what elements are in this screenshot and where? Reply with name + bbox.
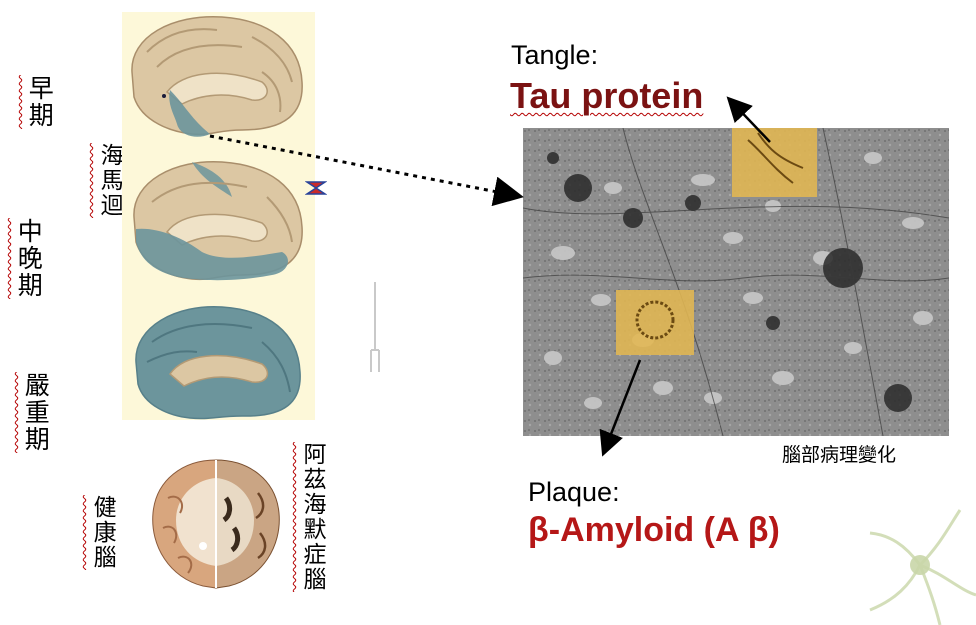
stage-early-label: 早期 xyxy=(25,75,55,129)
stage-severe-label: 嚴重期 xyxy=(21,372,51,453)
alzheimers-brain-half xyxy=(215,459,280,589)
brain-progression-illustration xyxy=(131,16,303,420)
plaque-heading: Plaque: xyxy=(528,477,620,507)
healthy-brain-label: 健康腦 xyxy=(89,495,116,570)
alzheimers-brain-label: 阿茲海默症腦 xyxy=(299,442,325,592)
brain-section-comparison xyxy=(152,459,280,589)
healthy-brain-half xyxy=(152,459,217,589)
brain-progression-panel xyxy=(122,12,315,420)
tangle-heading: Tangle: xyxy=(511,40,599,70)
tau-protein-label: Tau protein xyxy=(510,75,704,116)
middle-late-stage-brain xyxy=(133,161,303,281)
hippocampus-label: 海馬迴 xyxy=(96,143,123,218)
stage-middle-late-label: 中晚期 xyxy=(14,218,44,299)
severe-stage-brain xyxy=(135,306,301,420)
beta-amyloid-label: β-Amyloid (A β) xyxy=(528,511,780,549)
neuron-decoration-icon xyxy=(869,509,976,625)
brain-tissue-micrograph xyxy=(523,128,949,436)
amyloid-highlight-box xyxy=(616,290,694,355)
hourglass-marker-icon xyxy=(305,181,327,195)
bracket-mark-icon xyxy=(370,282,380,372)
micrograph-caption: 腦部病理變化 xyxy=(782,444,897,466)
early-stage-brain xyxy=(131,16,303,137)
tau-highlight-box xyxy=(732,128,817,197)
